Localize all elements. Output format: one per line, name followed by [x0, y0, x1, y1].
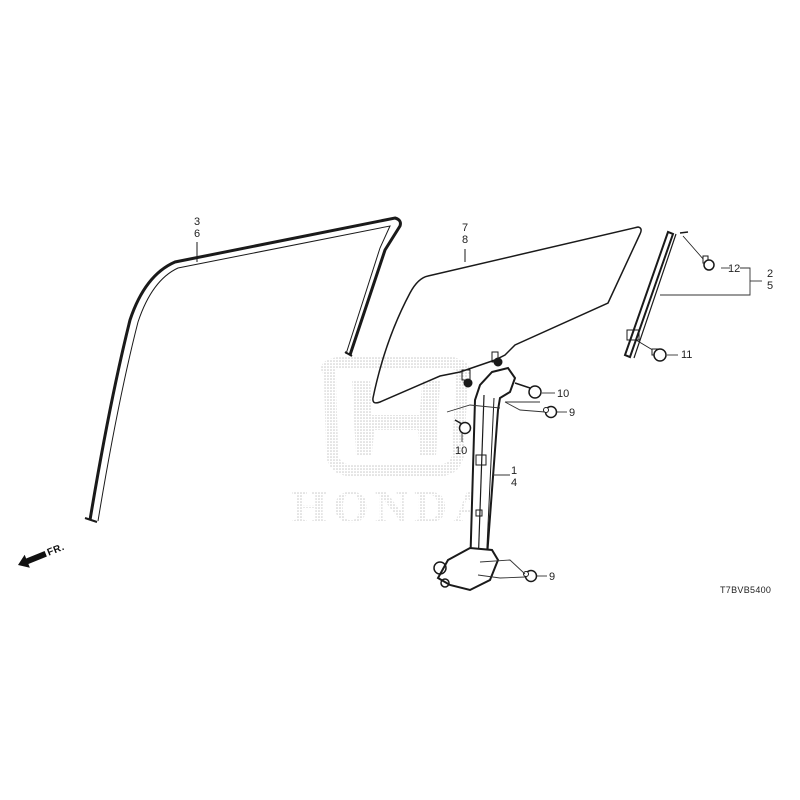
bolt-12-icon[interactable] [682, 235, 715, 271]
rear-run-channel-part[interactable] [623, 230, 689, 359]
svg-text:HONDA: HONDA [291, 481, 492, 532]
callout-number-8[interactable]: 8 [461, 234, 469, 246]
nut-9-lower-icon[interactable] [523, 569, 538, 583]
callout-2-5[interactable]: 2 5 [763, 268, 777, 292]
callout-3-6[interactable]: 3 6 [190, 216, 204, 240]
honda-wordmark-watermark: HONDA [291, 481, 492, 532]
bolt-11-icon[interactable] [635, 339, 667, 362]
callout-number-3[interactable]: 3 [193, 216, 201, 228]
callout-10-right[interactable]: 10 [557, 388, 570, 400]
callout-number-6[interactable]: 6 [193, 228, 201, 240]
bolt-10-right-icon[interactable] [514, 382, 542, 399]
callout-10-left[interactable]: 10 [455, 445, 468, 457]
door-sash-channel-part[interactable] [84, 216, 402, 523]
callout-number-7[interactable]: 7 [461, 222, 469, 234]
callout-7-8[interactable]: 7 8 [458, 222, 472, 246]
window-regulator-part[interactable] [433, 351, 517, 592]
nut-9-upper-icon[interactable] [543, 405, 558, 419]
front-direction-indicator: FR. [15, 540, 66, 572]
callout-number-5[interactable]: 5 [766, 280, 774, 292]
door-glass-part[interactable] [372, 226, 642, 404]
bolt-10-left-icon[interactable] [454, 419, 472, 435]
leader-lines [446, 267, 762, 579]
callout-number-4[interactable]: 4 [510, 477, 518, 489]
callout-number-1[interactable]: 1 [510, 465, 518, 477]
callout-number-2[interactable]: 2 [766, 268, 774, 280]
diagram-code: T7BVB5400 [720, 585, 772, 595]
callout-11[interactable]: 11 [681, 349, 693, 361]
callout-12[interactable]: 12 [728, 263, 741, 275]
callout-9-upper[interactable]: 9 [569, 407, 576, 419]
arrow-front-icon [18, 550, 47, 568]
honda-logo-watermark [321, 356, 470, 476]
callout-9-lower[interactable]: 9 [549, 571, 556, 583]
callout-1-4[interactable]: 1 4 [507, 465, 521, 489]
